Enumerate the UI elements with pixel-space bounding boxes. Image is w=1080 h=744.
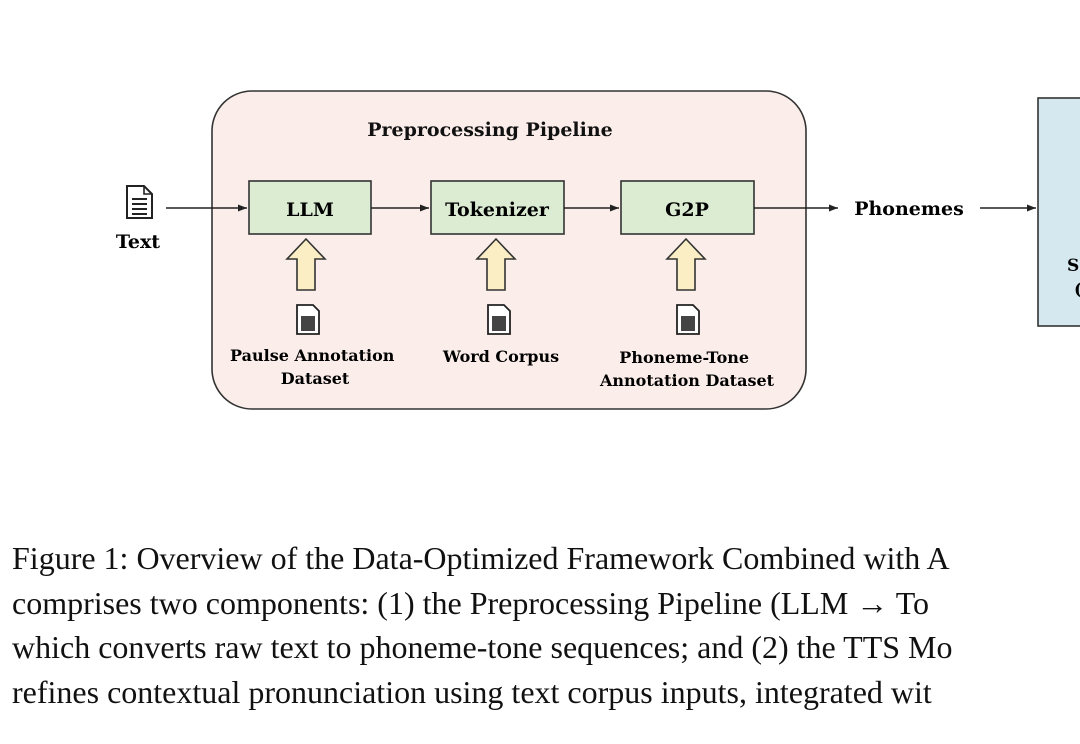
tts-box-partial-text-1: S: [1067, 256, 1079, 276]
stage-llm-box: [248, 180, 372, 235]
dataset-label-phoneme-tone: Phoneme-Tone Annotation Dataset: [599, 348, 775, 390]
caption-line: refines contextual pronunciation using t…: [12, 673, 932, 710]
tts-model-box-partial: [1037, 97, 1080, 327]
document-icon: [676, 304, 700, 335]
output-label: Phonemes: [854, 198, 964, 220]
input-label: Text: [116, 231, 160, 253]
stage-tokenizer-label: Tokenizer: [445, 199, 550, 221]
pipeline-diagram: Preprocessing Pipeline Text LLM Tokenize…: [116, 90, 1080, 410]
stage-g2p-box: [620, 180, 755, 235]
dataset-label-word-corpus: Word Corpus: [442, 347, 559, 366]
up-arrow-icon: [665, 237, 707, 291]
pipeline-title: Preprocessing Pipeline: [367, 119, 613, 141]
up-arrow-icon: [285, 237, 327, 291]
caption-line: comprises two components: (1) the Prepro…: [12, 584, 930, 621]
pipeline-container: [211, 90, 807, 410]
stage-llm-label: LLM: [286, 199, 334, 221]
text-document-icon: [126, 185, 153, 219]
document-icon: [296, 304, 320, 335]
caption-line: Figure 1: Overview of the Data-Optimized…: [12, 540, 950, 576]
up-arrow-icon: [475, 237, 517, 291]
stage-g2p-label: G2P: [665, 199, 709, 221]
document-icon: [487, 304, 511, 335]
stage-tokenizer-box: [430, 180, 565, 235]
tts-box-partial-text-2: (: [1074, 280, 1080, 300]
figure-caption: Figure 1: Overview of the Data-Optimized…: [12, 536, 1080, 714]
dataset-label-pause-annotation: Paulse Annotation Dataset: [230, 346, 400, 388]
caption-line: which converts raw text to phoneme-tone …: [12, 629, 953, 665]
